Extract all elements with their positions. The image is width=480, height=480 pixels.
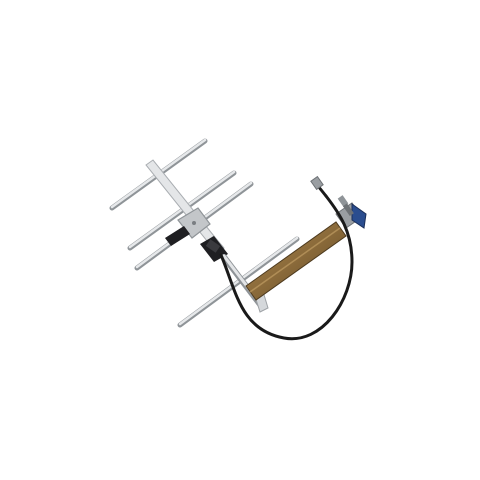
coax-cable	[219, 175, 354, 341]
connector-head	[335, 195, 367, 229]
cable-connector	[310, 175, 324, 191]
wooden-handle	[245, 221, 347, 301]
